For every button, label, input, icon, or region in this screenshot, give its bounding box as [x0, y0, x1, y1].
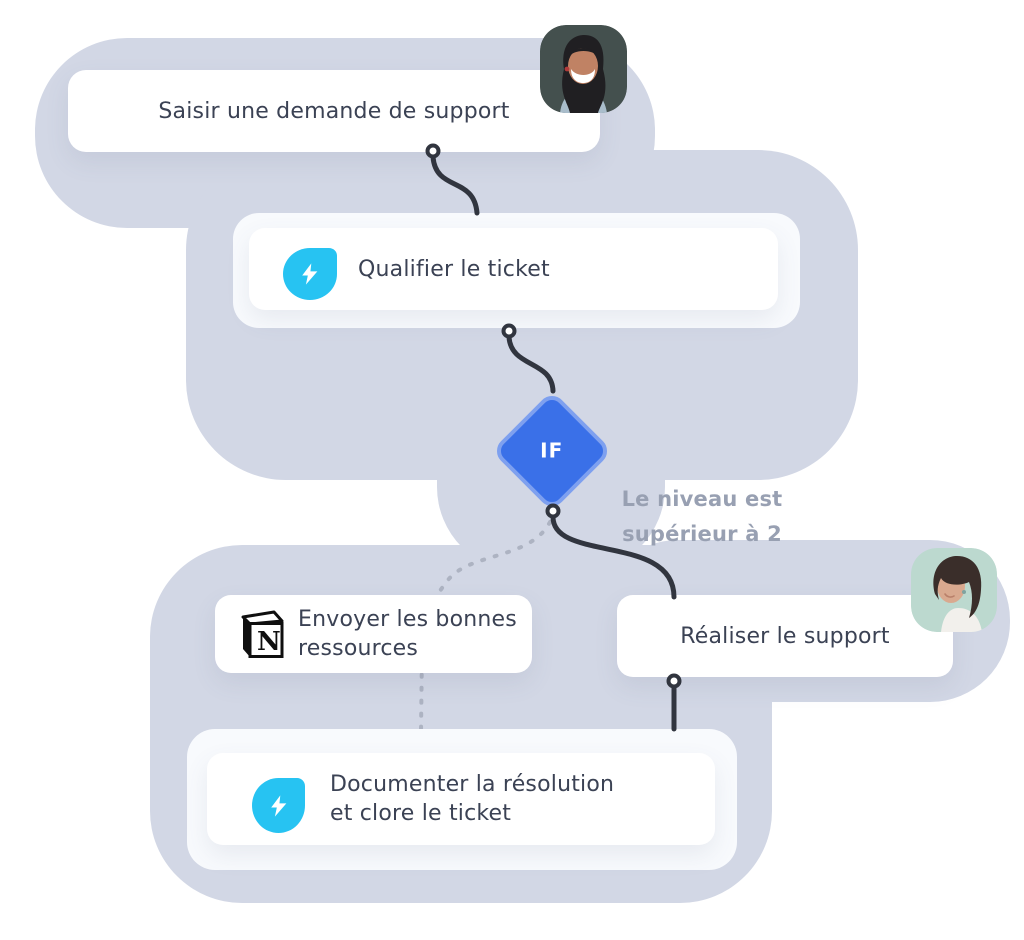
condition-note: Le niveau est supérieur à 2	[621, 487, 783, 546]
node-support-card[interactable]: Réaliser le support	[617, 595, 953, 677]
requester-avatar	[540, 25, 627, 113]
node-trigger-card[interactable]: Saisir une demande de support	[68, 70, 600, 152]
svg-text:N: N	[257, 627, 281, 657]
agent-avatar	[911, 548, 997, 632]
node-trigger-label: Saisir une demande de support	[158, 98, 510, 124]
node-resources-label: Envoyer les bonnes ressources	[298, 607, 517, 661]
node-document-label: Documenter la résolution et clore le tic…	[330, 772, 615, 826]
bolt-icon	[252, 778, 305, 833]
notion-icon: N	[236, 607, 286, 665]
node-support-label: Réaliser le support	[680, 623, 890, 649]
node-qualify-card[interactable]: Qualifier le ticket	[249, 228, 778, 310]
bolt-icon	[283, 248, 337, 300]
condition-label: IF	[540, 438, 564, 463]
node-qualify-label: Qualifier le ticket	[358, 256, 550, 282]
node-resources-card[interactable]: N Envoyer les bonnes ressources	[215, 595, 532, 673]
